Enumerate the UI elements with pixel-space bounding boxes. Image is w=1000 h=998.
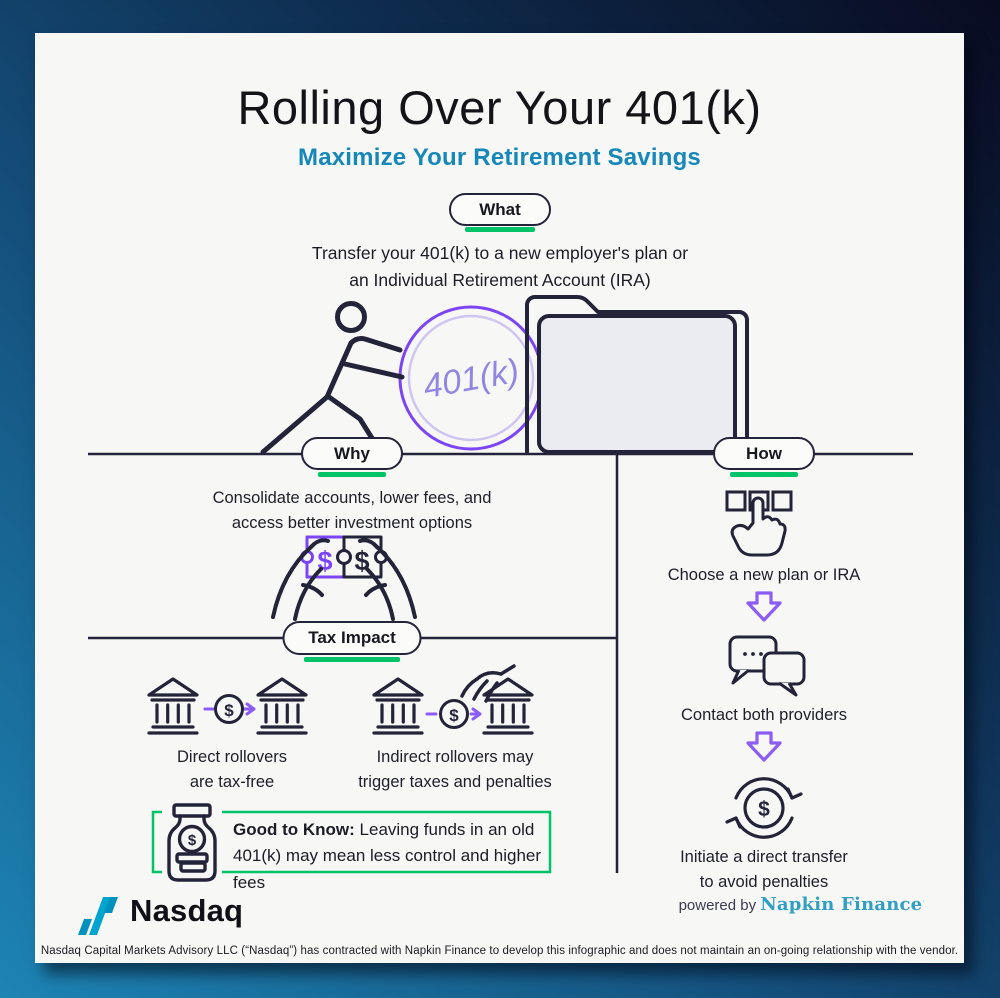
direct-coin-dollar: $ (224, 701, 234, 720)
good-to-know-box: $ (151, 802, 552, 884)
chat-bubbles-icon (728, 635, 806, 697)
puzzle-hands-icon: $ $ (271, 535, 417, 621)
how-pill: How (713, 437, 815, 470)
dollar-coin-icon (214, 694, 244, 724)
down-arrow-icon (746, 731, 782, 762)
why-pill: Why (301, 437, 403, 470)
how-step2-caption: Contact both providers (680, 706, 848, 724)
why-description-line2: access better investment options (231, 514, 473, 532)
page-title: Rolling Over Your 401(k) (237, 81, 762, 134)
tax-impact-pill-underline (304, 657, 400, 662)
napkin-finance-logo-text: Napkin Finance (760, 894, 923, 915)
good-to-know-body: Leaving funds in an old 401(k) may mean … (233, 820, 542, 892)
jar-coin-dollar: $ (188, 832, 197, 849)
how-step3-caption-line1: Initiate a direct transfer (680, 848, 848, 866)
money-jar-icon (167, 803, 217, 882)
good-to-know-label: Good to Know: (233, 820, 355, 839)
napkin-finance-mark: · (922, 896, 925, 906)
nasdaq-ribbon-spacer (77, 888, 121, 934)
pointer-hand-icon (730, 496, 787, 557)
choose-plan-icon (725, 490, 793, 557)
transfer-coin-dollar: $ (758, 798, 770, 821)
transfer-arrow-icon (425, 707, 482, 721)
how-pill-underline (730, 472, 798, 477)
powered-by: powered by Napkin Finance· (679, 894, 925, 915)
infographic-artwork: 401(k) $ $ (78, 295, 913, 935)
what-pill-underline (465, 227, 535, 232)
direct-rollover-caption-line1: Direct rollovers (176, 748, 288, 766)
indirect-coin-dollar: $ (449, 706, 459, 725)
nasdaq-wordmark: Nasdaq (130, 893, 244, 928)
direct-transfer-icon: $ (725, 777, 803, 839)
person-pushing-icon (260, 301, 405, 455)
tax-impact-pill: Tax Impact (282, 621, 422, 655)
nasdaq-ribbon-icon (78, 897, 118, 935)
transfer-arrow-icon (203, 702, 256, 716)
what-pill: What (449, 193, 551, 226)
how-step1-caption: Choose a new plan or IRA (667, 566, 861, 584)
infographic-card: 401(k) $ $ (35, 33, 964, 963)
folder-icon (525, 295, 749, 454)
how-step3-caption-line2: to avoid penalties (699, 873, 829, 891)
what-description-line2: an Individual Retirement Account (IRA) (349, 270, 651, 290)
powered-by-label: powered by (678, 897, 761, 914)
direct-rollover-caption-line2: are tax-free (189, 773, 275, 791)
disclaimer-text: Nasdaq Capital Markets Advisory LLC (“Na… (40, 945, 959, 957)
dollar-coin-icon (439, 699, 469, 729)
why-pill-underline (318, 472, 386, 477)
indirect-rollover-icons: $ (372, 664, 534, 735)
indirect-rollover-caption-line2: trigger taxes and penalties (358, 773, 552, 791)
text-layer: Rolling Over Your 401(k) Maximize Your R… (35, 33, 964, 963)
why-description-line1: Consolidate accounts, lower fees, and (212, 489, 492, 507)
indirect-rollover-caption-line1: Indirect rollovers may (376, 748, 534, 766)
good-to-know-text: Good to Know: Leaving funds in an old 40… (233, 817, 559, 896)
what-description-line1: Transfer your 401(k) to a new employer's… (311, 243, 689, 263)
down-arrow-icon (746, 591, 782, 622)
grabbing-hand-icon (460, 664, 516, 703)
nasdaq-logo: Nasdaq (77, 888, 243, 934)
direct-rollover-icons: $ (147, 677, 308, 735)
page-subtitle: Maximize Your Retirement Savings (298, 144, 701, 171)
